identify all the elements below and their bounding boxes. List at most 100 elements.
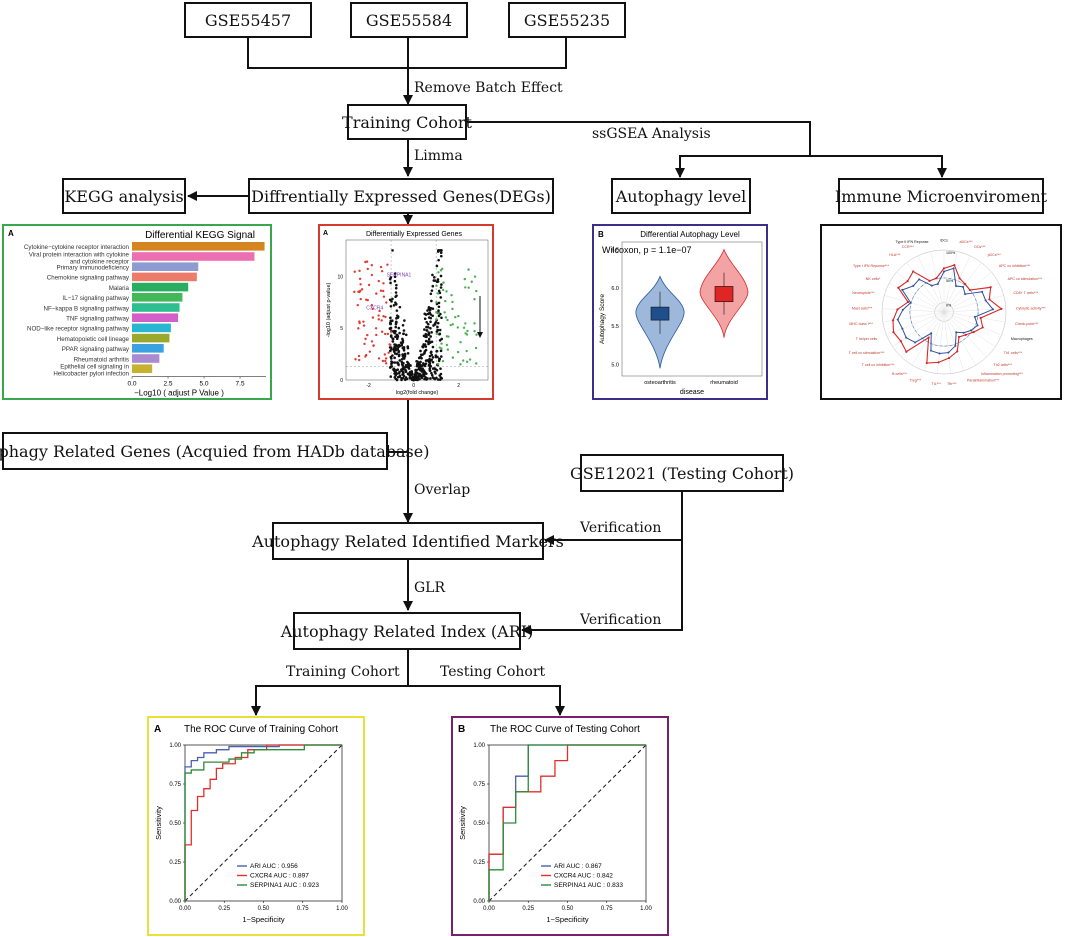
category-label: Viral protein interaction with cytokine: [29, 251, 130, 258]
up-gene-point: [475, 333, 478, 336]
down-gene-point: [384, 359, 387, 363]
up-gene-point: [436, 292, 440, 295]
gene-point: [427, 359, 430, 363]
down-gene-point: [383, 353, 387, 356]
radar-point: [906, 280, 909, 283]
gene-point: [431, 345, 435, 349]
gene-point: [440, 337, 444, 341]
bar: [132, 293, 183, 302]
radar-label: Mast cells***: [852, 307, 873, 311]
gene-point: [427, 337, 431, 341]
gene-point: [429, 313, 433, 316]
gene-point: [427, 331, 431, 334]
gene-point: [423, 317, 427, 321]
down-gene-point: [353, 290, 356, 294]
radar-point: [901, 308, 904, 311]
gene-point: [395, 352, 399, 356]
radar-point: [905, 336, 908, 339]
gene-point: [439, 312, 442, 316]
radar-point: [976, 324, 979, 327]
gene-point: [429, 350, 433, 354]
down-gene-point: [385, 362, 388, 365]
kegg-analysis-box: KEGG analysis: [62, 178, 186, 214]
up-gene-point: [439, 269, 443, 272]
gene-point: [389, 281, 392, 285]
down-gene-point: [370, 340, 374, 343]
down-gene-point: [364, 260, 367, 264]
radar-label: T cell co inhibition***: [862, 363, 895, 367]
gene-point: [433, 367, 436, 370]
gene-point: [430, 371, 433, 375]
gene-point: [398, 331, 401, 335]
up-gene-point: [462, 359, 465, 362]
gene-point: [439, 296, 443, 299]
radar-point: [896, 318, 899, 321]
up-gene-point: [442, 281, 445, 284]
gene-point: [393, 272, 397, 275]
tick-label: 0.00: [169, 899, 181, 905]
gene-point: [395, 317, 398, 320]
immune-panel: aDCs***DCs***pDCs***APC co inhibition***…: [820, 224, 1062, 400]
up-gene-point: [437, 312, 440, 315]
radar-label: T cell co stimulation***: [849, 351, 885, 355]
category-label: Chemokine signaling pathway: [47, 275, 130, 282]
gene-point: [424, 332, 428, 336]
gene-point: [396, 335, 399, 339]
gene-point: [424, 359, 428, 362]
down-gene-point: [362, 320, 365, 323]
radar-series-ra: [892, 264, 1003, 364]
down-gene-point: [358, 321, 361, 325]
gene-annotation: SERPINA1: [387, 272, 412, 278]
tick-label: 0.50: [473, 821, 485, 827]
tick-label: 0.50: [169, 821, 181, 827]
roc-curve: [184, 744, 342, 901]
gene-point: [391, 354, 394, 357]
gene-point: [428, 357, 431, 361]
radar-spoke: [943, 308, 1006, 313]
radar-label: CD8+ T cells***: [1013, 291, 1038, 295]
down-gene-point: [358, 269, 361, 273]
radar-label: NK cells*: [866, 277, 881, 281]
gene-point: [394, 295, 397, 299]
gene-point: [422, 372, 426, 375]
category-label: Rheumatoid arthritis: [74, 356, 129, 363]
verification-label-1: Verification: [580, 520, 662, 536]
gene-point: [437, 305, 441, 309]
plot-frame: [621, 241, 763, 377]
gene-point: [431, 360, 435, 364]
radar-label: HLA***: [889, 253, 901, 257]
legend-label: CXCR4 AUC : 0.842: [554, 873, 613, 880]
radar-label: Neutrophils***: [852, 291, 875, 295]
gene-point: [425, 329, 429, 332]
down-gene-point: [382, 314, 385, 318]
down-gene-point: [372, 344, 375, 347]
gene-point: [395, 283, 398, 287]
gene-point: [415, 362, 419, 366]
radar-point: [927, 336, 930, 339]
radar-spoke: [943, 295, 1004, 313]
tick-label: 7.5: [236, 381, 245, 388]
down-gene-point: [358, 358, 361, 362]
gene-point: [396, 368, 399, 371]
tick-label: 0.50: [258, 906, 270, 912]
gene-point: [428, 362, 432, 365]
radar-point: [964, 293, 967, 296]
up-gene-point: [443, 311, 446, 314]
gene-point: [406, 352, 410, 355]
radar-label: pDCs***: [988, 253, 1002, 257]
tick-label: 1.00: [640, 906, 652, 912]
gene-point: [393, 279, 397, 283]
down-gene-point: [371, 307, 374, 311]
gene-point: [402, 329, 406, 332]
gene-point: [404, 377, 408, 380]
down-gene-point: [382, 295, 386, 298]
down-gene-point: [379, 289, 383, 292]
radar-point: [929, 349, 932, 352]
up-gene-point: [465, 349, 468, 353]
gene-point: [397, 363, 400, 367]
gene-point: [439, 349, 443, 353]
radar-point: [912, 270, 915, 273]
